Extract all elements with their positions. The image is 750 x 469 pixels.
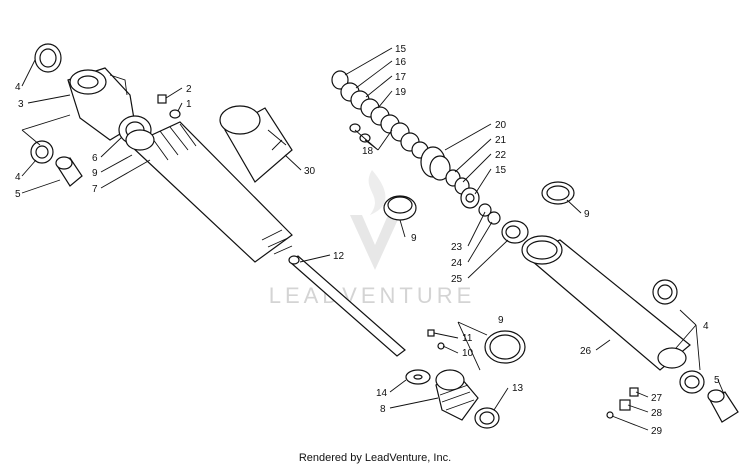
callout-1: 1 <box>186 99 192 110</box>
callout-21: 21 <box>495 135 507 146</box>
callout-15b: 15 <box>495 165 507 176</box>
callout-26: 26 <box>580 346 592 357</box>
part-shim-stack-15-19 <box>331 70 429 159</box>
part-shaft-12 <box>288 255 406 357</box>
part-reservoir-30 <box>219 105 293 183</box>
part-pin-11 <box>427 329 435 337</box>
callout-8: 8 <box>380 404 386 415</box>
part-eyelet-3 <box>67 67 136 141</box>
part-washer-4-right-top <box>652 279 678 305</box>
part-washer-13 <box>474 407 500 429</box>
part-washer-15-lower <box>460 187 480 209</box>
callout-28: 28 <box>651 408 663 419</box>
part-bushing-5-right <box>707 389 739 423</box>
part-bearing-25 <box>501 220 529 244</box>
callout-14: 14 <box>376 388 388 399</box>
callout-3: 3 <box>18 99 24 110</box>
callout-9c: 9 <box>584 209 590 220</box>
callout-labels: 4 3 2 1 6 9 7 4 5 30 12 15 16 17 19 18 2… <box>15 44 720 437</box>
callout-30: 30 <box>304 166 316 177</box>
part-valve-2 <box>157 94 167 104</box>
callout-18: 18 <box>362 146 374 157</box>
part-nut-24 <box>487 211 501 225</box>
callout-5a: 5 <box>15 189 21 200</box>
callout-27: 27 <box>651 393 663 404</box>
part-shim-21-22 <box>445 169 470 195</box>
leadventure-logo-watermark <box>350 170 400 270</box>
part-ring-9-lower <box>484 330 526 364</box>
callout-9d: 9 <box>498 315 504 326</box>
part-nut-23 <box>478 203 492 217</box>
callout-15a: 15 <box>395 44 407 55</box>
part-washer-4-top <box>34 43 62 73</box>
callout-9a: 9 <box>92 168 98 179</box>
callout-5b: 5 <box>714 375 720 386</box>
part-bushing-5-left <box>55 156 83 187</box>
part-valve-cap-1 <box>169 109 181 119</box>
callout-29: 29 <box>651 426 663 437</box>
callout-22: 22 <box>495 150 507 161</box>
part-ring-9-center <box>383 195 417 221</box>
part-washer-4-right-bottom <box>679 370 705 394</box>
part-shock-body-7 <box>125 121 293 263</box>
callout-7: 7 <box>92 184 98 195</box>
part-washer-4-lower <box>30 140 54 164</box>
part-spring-28 <box>619 399 631 411</box>
callout-12: 12 <box>333 251 345 262</box>
part-ball-29 <box>606 411 614 419</box>
callout-6: 6 <box>92 153 98 164</box>
callout-2: 2 <box>186 84 192 95</box>
callout-4a: 4 <box>15 82 21 93</box>
callout-16: 16 <box>395 57 407 68</box>
callout-17: 17 <box>395 72 407 83</box>
leader-lines <box>21 47 725 431</box>
part-washer-14 <box>405 369 431 385</box>
part-valve-27 <box>629 387 639 397</box>
callout-4c: 4 <box>703 321 709 332</box>
callout-19: 19 <box>395 87 407 98</box>
callout-11: 11 <box>462 333 473 344</box>
part-ring-9-right <box>541 181 575 205</box>
callout-10: 10 <box>462 348 474 359</box>
footer-credit: Rendered by LeadVenture, Inc. <box>298 452 452 464</box>
callout-23: 23 <box>451 242 463 253</box>
part-piston-20 <box>420 146 451 181</box>
callout-9b: 9 <box>411 233 417 244</box>
callout-20: 20 <box>495 120 507 131</box>
part-seal-head-8 <box>435 369 479 421</box>
callout-24: 24 <box>451 258 463 269</box>
watermark-text: LEADVENTURE <box>269 283 476 308</box>
callout-4b: 4 <box>15 172 21 183</box>
callout-13: 13 <box>512 383 524 394</box>
callout-25: 25 <box>451 274 463 285</box>
part-outer-tube-26 <box>521 235 691 371</box>
